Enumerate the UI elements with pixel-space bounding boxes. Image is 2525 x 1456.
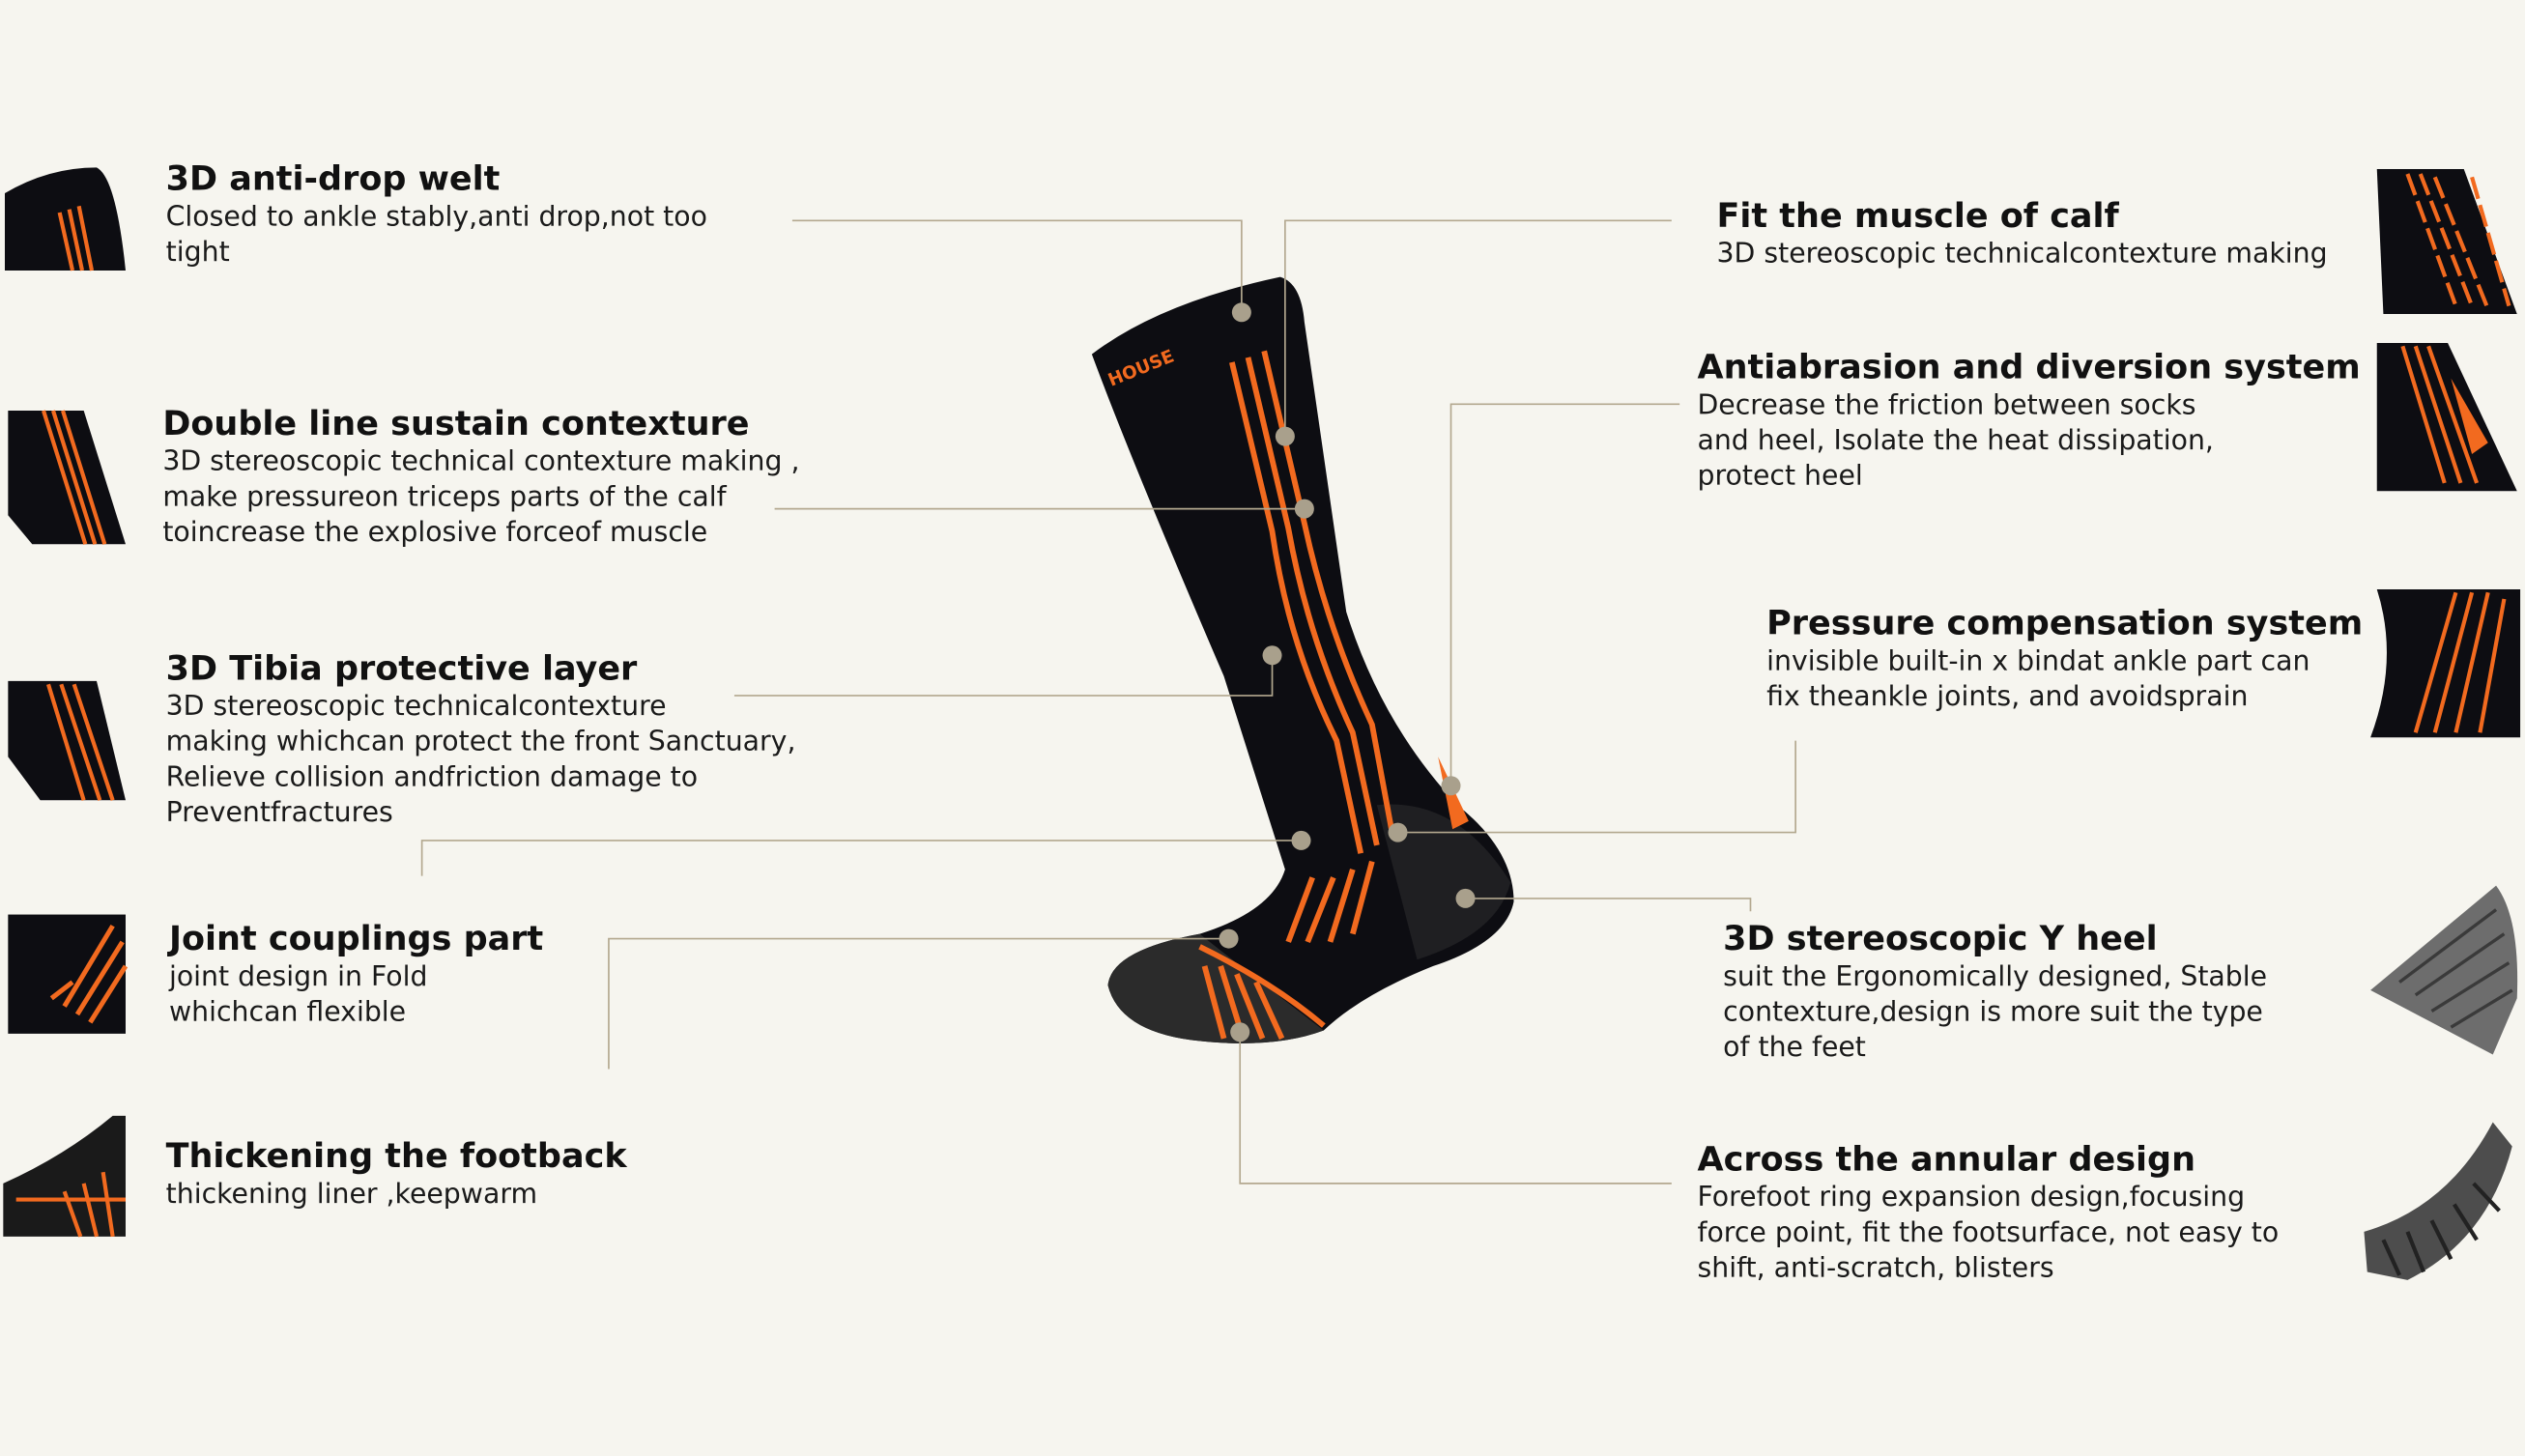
feature-title: Pressure compensation system: [1766, 603, 2364, 642]
feature-desc-line: 3D stereoscopic technicalcontexture: [165, 690, 667, 724]
feature-desc-line: fix theankle joints, and avoidsprain: [1766, 680, 2249, 714]
thumb-antiabrasion: [2376, 342, 2517, 492]
feature-joint: Joint couplings part joint design in Fol…: [169, 918, 543, 1031]
leader-lines: [420, 219, 1796, 1185]
feature-title: Antiabrasion and diversion system: [1697, 347, 2361, 386]
feature-desc-line: toincrease the explosive forceof muscle: [162, 516, 708, 550]
feature-y-heel: 3D stereoscopic Y heel suit the Ergonomi…: [1723, 918, 2267, 1066]
feature-desc-line: protect heel: [1697, 460, 1863, 493]
feature-desc-line: Forefoot ring expansion design,focusing: [1697, 1182, 2246, 1214]
feature-anti-drop-welt: 3D anti-drop welt Closed to ankle stably…: [166, 157, 707, 271]
feature-title: Double line sustain contexture: [162, 404, 750, 443]
thumb-annular: [2364, 1122, 2512, 1280]
sock-body: HOUSE: [1091, 276, 1514, 1043]
feature-desc-line: of the feet: [1723, 1032, 1866, 1065]
feature-pressure: Pressure compensation system invisible b…: [1766, 602, 2363, 715]
feature-desc-line: Decrease the friction between socks: [1697, 389, 2196, 422]
feature-desc-line: force point, fit the footsurface, not ea…: [1697, 1216, 2280, 1250]
thumb-double-line: [8, 410, 126, 545]
thumb-pressure: [2370, 588, 2521, 738]
feature-calf: Fit the muscle of calf 3D stereoscopic t…: [1716, 195, 2327, 272]
feature-desc-line: 3D stereoscopic technical contexture mak…: [162, 445, 800, 478]
thumb-y-heel: [2370, 885, 2518, 1055]
feature-footback: Thickening the footback thickening liner…: [166, 1135, 627, 1213]
feature-annular: Across the annular design Forefoot ring …: [1697, 1138, 2279, 1286]
feature-desc-line: thickening liner ,keepwarm: [165, 1178, 538, 1212]
thumb-calf: [2376, 168, 2517, 314]
feature-title: Joint couplings part: [168, 919, 544, 958]
feature-desc-line: Closed to ankle stably,anti drop,not too: [165, 201, 707, 234]
feature-desc-line: and heel, Isolate the heat dissipation,: [1697, 424, 2214, 458]
feature-desc-line: whichcan flexible: [168, 996, 407, 1029]
feature-desc-line: make pressureon triceps parts of the cal…: [162, 481, 727, 514]
feature-title: Across the annular design: [1697, 1139, 2196, 1179]
feature-desc-line: making whichcan protect the front Sanctu…: [165, 726, 796, 758]
feature-desc-line: joint design in Fold: [168, 960, 428, 994]
feature-title: 3D stereoscopic Y heel: [1723, 919, 2158, 958]
feature-title: 3D Tibia protective layer: [165, 648, 638, 688]
callout-dots: [1219, 302, 1476, 1042]
thumb-tibia: [8, 680, 126, 801]
feature-desc-line: Relieve collision andfriction damage to: [165, 761, 699, 794]
thumb-footback: [3, 1115, 126, 1238]
feature-title: 3D anti-drop welt: [165, 158, 501, 198]
feature-antiabrasion: Antiabrasion and diversion system Decrea…: [1697, 346, 2360, 494]
thumb-joint: [8, 914, 129, 1034]
feature-desc-line: suit the Ergonomically designed, Stable: [1723, 960, 2268, 994]
feature-title: Thickening the footback: [165, 1136, 627, 1176]
feature-desc-line: contexture,design is more suit the type: [1723, 996, 2263, 1029]
feature-desc-line: shift, anti-scratch, blisters: [1697, 1252, 2054, 1285]
feature-desc-line: invisible built-in x bindat ankle part c…: [1766, 645, 2310, 678]
feature-title: Fit the muscle of calf: [1716, 196, 2119, 236]
thumb-welt: [4, 167, 126, 271]
feature-desc-line: 3D stereoscopic technicalcontexture maki…: [1716, 238, 2328, 271]
feature-desc-line: tight: [165, 236, 230, 270]
feature-double-line: Double line sustain contexture 3D stereo…: [162, 403, 799, 551]
feature-tibia: 3D Tibia protective layer 3D stereoscopi…: [166, 647, 796, 831]
feature-desc-line: Preventfractures: [165, 796, 393, 830]
